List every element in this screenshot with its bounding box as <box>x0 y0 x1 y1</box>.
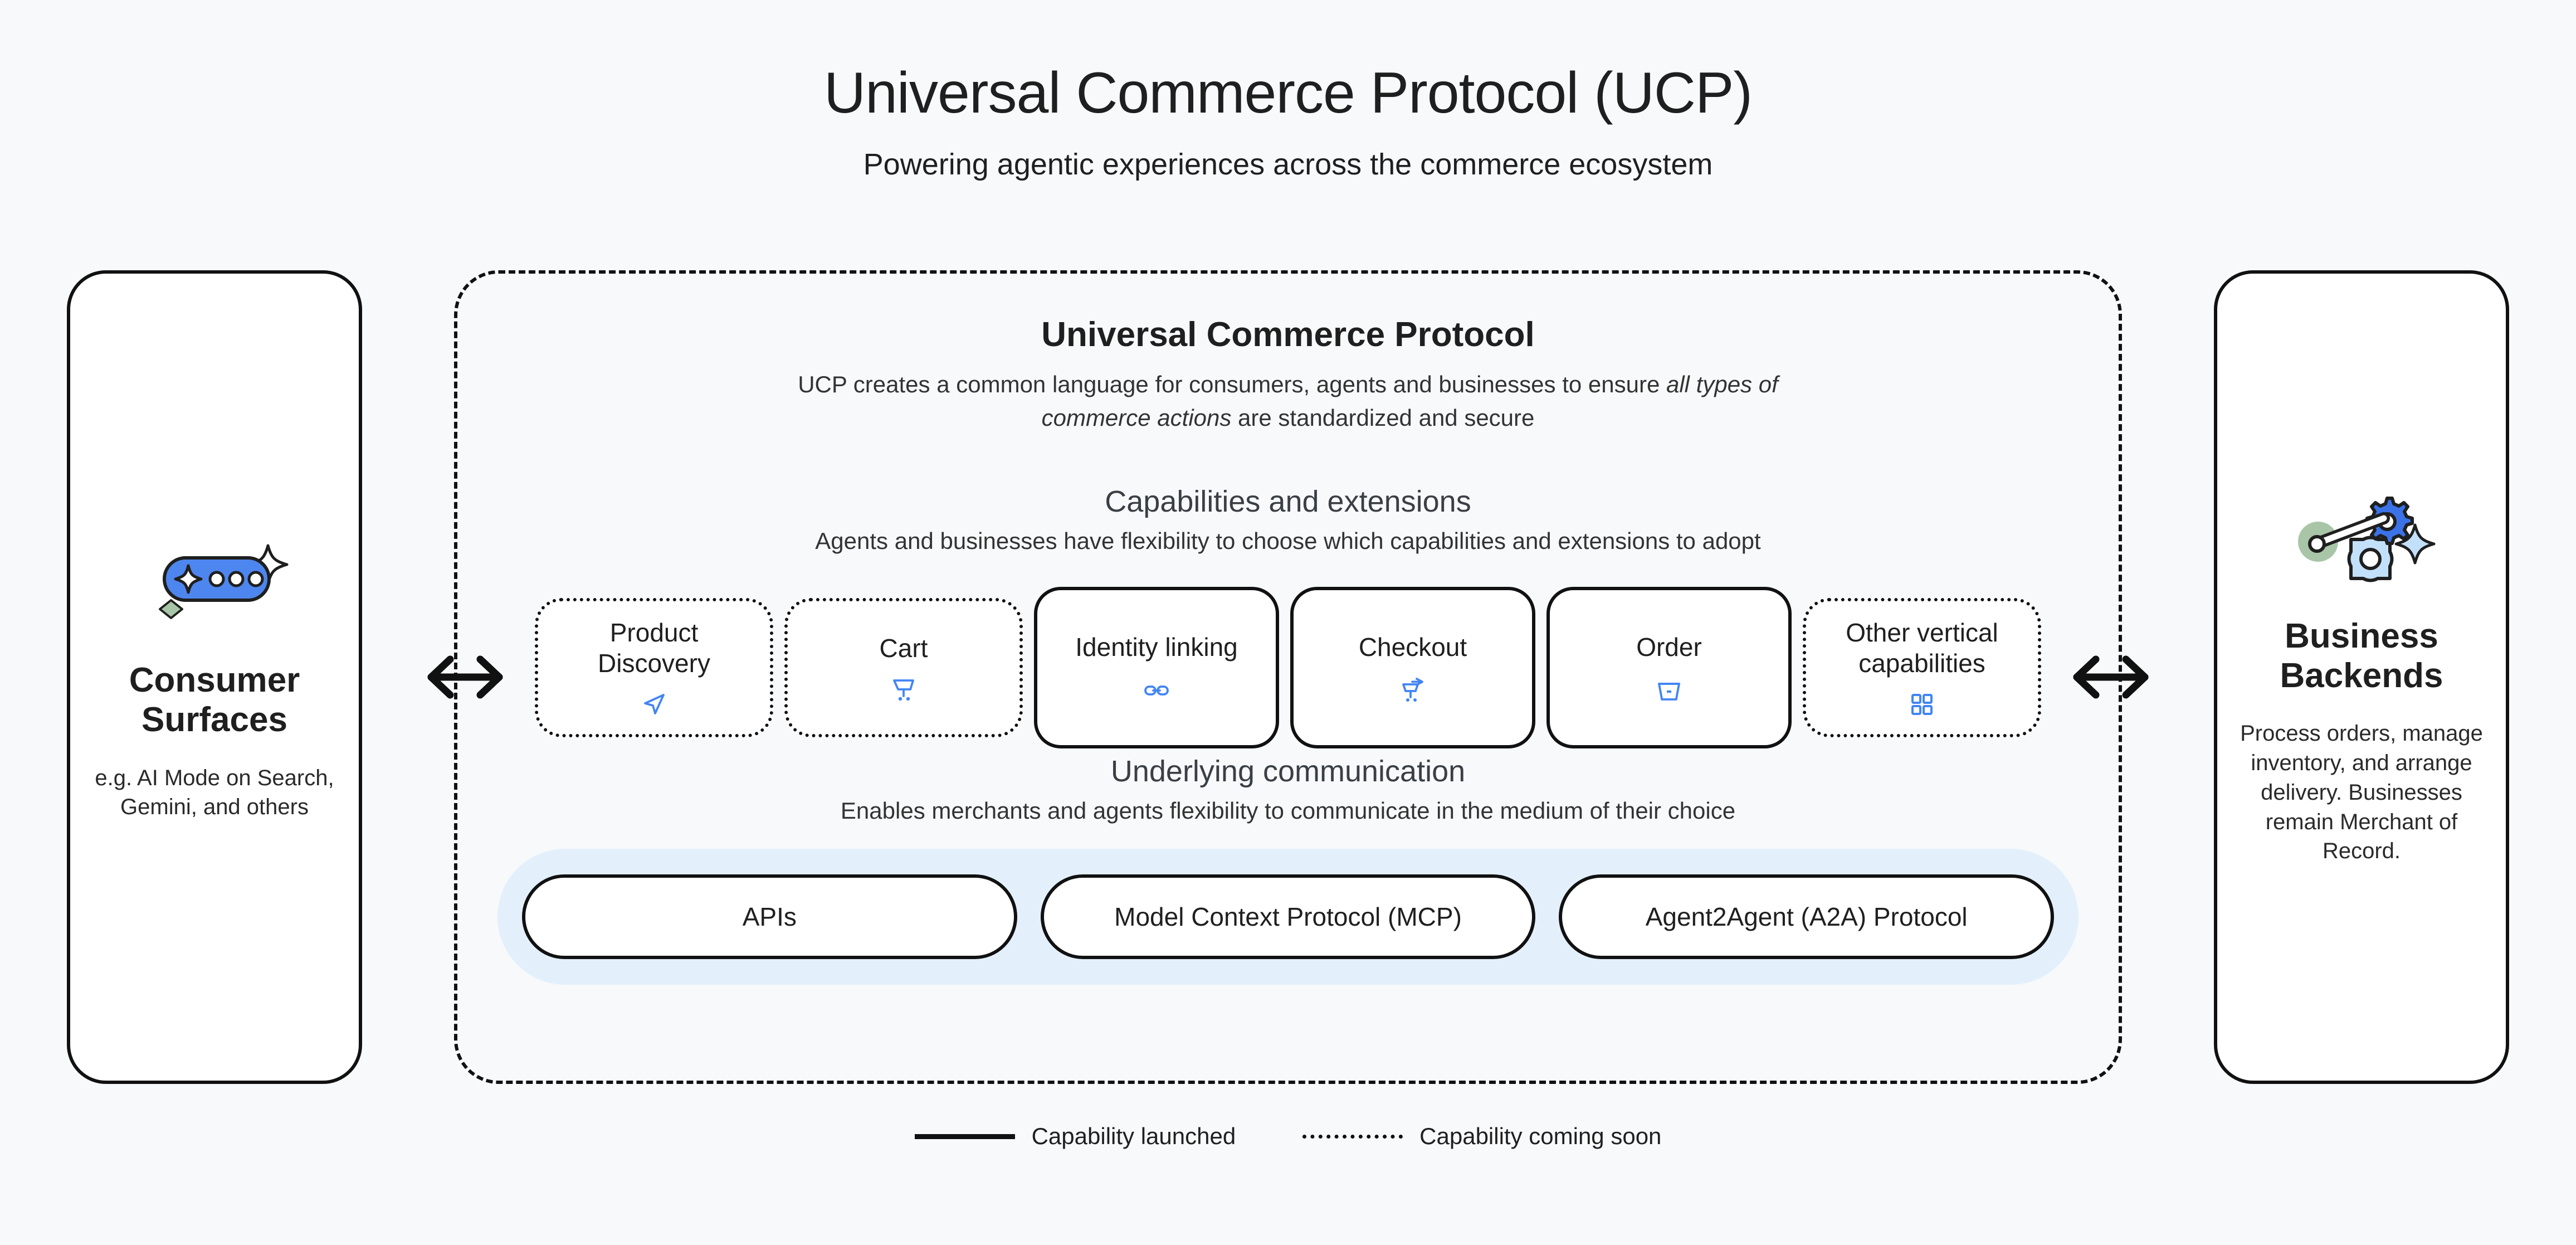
capability-label: Order <box>1636 632 1702 662</box>
capability-cards-row: Product Discovery Cart Identity linking <box>457 581 2119 754</box>
business-backends-title: Business Backends <box>2280 616 2443 695</box>
communication-title: Underlying communication <box>1110 755 1466 789</box>
navigation-arrow-icon <box>644 694 665 715</box>
capability-card-identity-linking[interactable]: Identity linking <box>1034 587 1279 749</box>
ucp-container: Universal Commerce Protocol UCP creates … <box>454 270 2122 1084</box>
business-backends-panel[interactable]: Business Backends Process orders, manage… <box>2214 270 2509 1084</box>
gears-settings-icon <box>2298 496 2436 582</box>
legend-label: Capability coming soon <box>1419 1123 1662 1149</box>
page-header: Universal Commerce Protocol (UCP) Poweri… <box>0 61 2576 182</box>
capability-card-order[interactable]: Order <box>1546 587 1792 749</box>
diagram-stage: Consumer Surfaces e.g. AI Mode on Search… <box>67 270 2509 1084</box>
communication-protocols-band: APIs Model Context Protocol (MCP) Agent2… <box>497 849 2079 985</box>
capability-card-other-vertical-capabilities[interactable]: Other vertical capabilities <box>1803 598 2041 738</box>
shopping-cart-icon <box>893 679 914 701</box>
protocol-pill-apis[interactable]: APIs <box>522 874 1017 960</box>
legend-label: Capability launched <box>1031 1123 1236 1149</box>
business-backends-description: Process orders, manage inventory, and ar… <box>2240 721 2483 864</box>
capability-label: Product Discovery <box>598 618 710 678</box>
capability-label: Identity linking <box>1075 632 1238 662</box>
solid-line-icon <box>914 1134 1015 1139</box>
page-subtitle: Powering agentic experiences across the … <box>863 148 1713 182</box>
capabilities-description: Agents and businesses have flexibility t… <box>815 528 1761 555</box>
capabilities-header: Capabilities and extensions Agents and b… <box>457 484 2119 555</box>
legend: Capability launched Capability coming so… <box>0 1123 2576 1150</box>
communication-header: Underlying communication Enables merchan… <box>457 754 2119 824</box>
consumer-surfaces-title: Consumer Surfaces <box>129 660 300 740</box>
consumer-surfaces-description: e.g. AI Mode on Search, Gemini, and othe… <box>95 765 334 820</box>
ucp-description-emphasis: all types of commerce actions <box>1041 371 1778 431</box>
link-chain-icon <box>1144 685 1169 696</box>
capability-label: Checkout <box>1358 632 1467 662</box>
legend-item-launched: Capability launched <box>914 1123 1236 1150</box>
capability-label: Other vertical capabilities <box>1846 618 1998 678</box>
ucp-header: Universal Commerce Protocol UCP creates … <box>457 274 2119 434</box>
ai-chat-bubble-sparkle-icon <box>159 544 289 619</box>
grid-four-squares-icon <box>1911 694 1933 716</box>
communication-description: Enables merchants and agents flexibility… <box>840 797 1736 824</box>
ucp-description-part1: UCP creates a common language for consum… <box>798 371 1666 397</box>
double-headed-arrow-icon <box>427 655 503 699</box>
dotted-line-icon <box>1302 1134 1403 1139</box>
protocol-pill-mcp[interactable]: Model Context Protocol (MCP) <box>1040 874 1536 960</box>
capability-card-cart[interactable]: Cart <box>784 598 1023 738</box>
capability-card-product-discovery[interactable]: Product Discovery <box>535 598 773 738</box>
capabilities-title: Capabilities and extensions <box>1105 485 1471 519</box>
double-headed-arrow-icon <box>2073 655 2149 699</box>
cart-checkout-arrow-icon <box>1402 677 1423 702</box>
consumer-surfaces-panel[interactable]: Consumer Surfaces e.g. AI Mode on Search… <box>67 270 362 1084</box>
capability-label: Cart <box>879 633 928 663</box>
protocol-pill-a2a[interactable]: Agent2Agent (A2A) Protocol <box>1559 874 2055 960</box>
ucp-description-part2: are standardized and secure <box>1231 404 1535 431</box>
shopping-basket-icon <box>1658 682 1680 701</box>
ucp-description: UCP creates a common language for consum… <box>762 368 1814 434</box>
ucp-title: Universal Commerce Protocol <box>1041 315 1535 354</box>
page-title: Universal Commerce Protocol (UCP) <box>823 61 1753 125</box>
capability-card-checkout[interactable]: Checkout <box>1290 587 1535 749</box>
legend-item-coming-soon: Capability coming soon <box>1302 1123 1661 1150</box>
